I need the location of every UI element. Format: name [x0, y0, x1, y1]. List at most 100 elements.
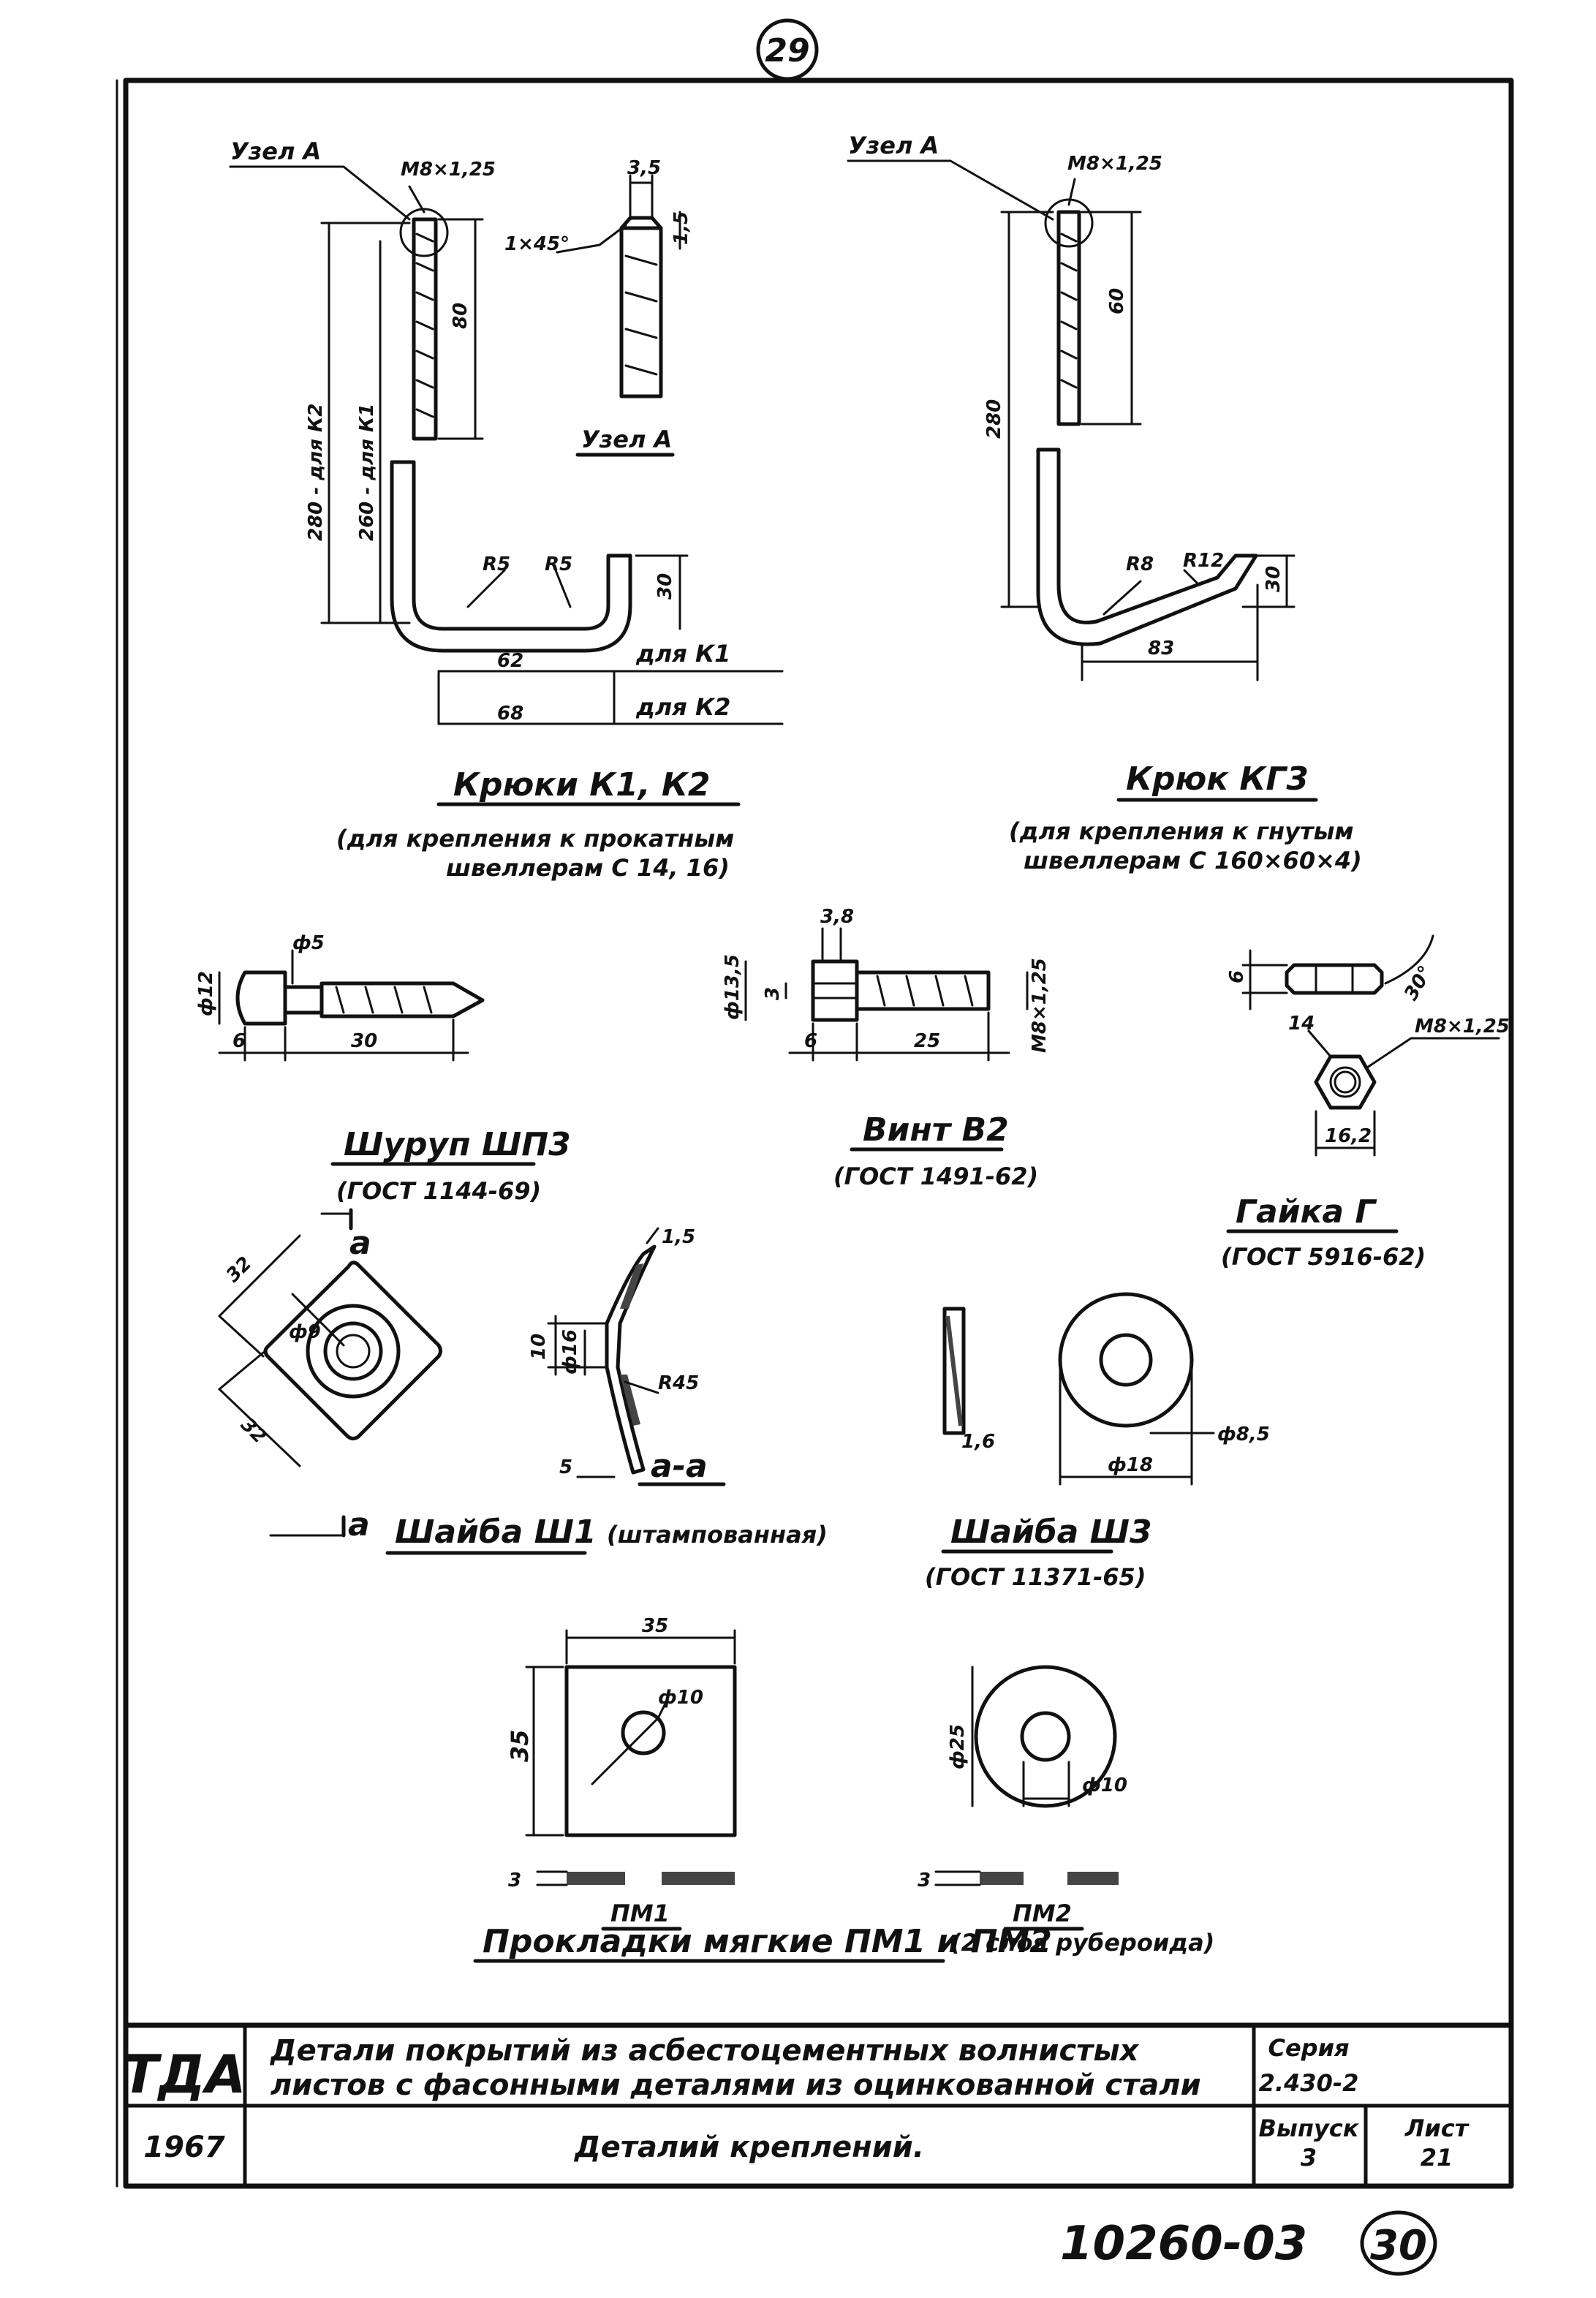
- svg-text:60: 60: [1106, 288, 1128, 314]
- svg-text:1967: 1967: [143, 2131, 224, 2164]
- svg-text:21: 21: [1421, 2144, 1453, 2172]
- svg-text:ПМ2: ПМ2: [1013, 1900, 1072, 1927]
- svg-text:а: а: [348, 1506, 370, 1543]
- svg-text:для К2: для К2: [635, 693, 730, 721]
- svg-text:260 - для К1: 260 - для К1: [356, 404, 378, 541]
- nut-g-drawing: 6 30° М8×1,25 14 16,2 Гайка Г (ГОСТ 5916…: [1221, 934, 1510, 1271]
- svg-text:Шайба Ш3: Шайба Ш3: [950, 1513, 1152, 1551]
- svg-text:для К1: для К1: [635, 640, 730, 668]
- svg-text:ф5: ф5: [292, 932, 325, 954]
- svg-text:25: 25: [914, 1030, 940, 1052]
- svg-text:35: 35: [642, 1615, 668, 1637]
- svg-text:(штампованная): (штампованная): [607, 1521, 828, 1549]
- svg-text:а: а: [349, 1225, 371, 1262]
- svg-text:14: 14: [1288, 1013, 1315, 1035]
- svg-text:Узел А: Узел А: [581, 426, 672, 453]
- svg-text:280 - для К2: 280 - для К2: [305, 404, 327, 541]
- svg-text:Крюки К1, К2: Крюки К1, К2: [453, 766, 710, 804]
- svg-text:R45: R45: [658, 1372, 699, 1394]
- svg-text:М8×1,25: М8×1,25: [401, 159, 496, 181]
- svg-text:Шуруп ШП3: Шуруп ШП3: [344, 1126, 571, 1163]
- svg-text:10260-03: 10260-03: [1060, 2217, 1307, 2271]
- svg-text:швеллерам С 14, 16): швеллерам С 14, 16): [446, 854, 730, 882]
- washer-sh3-drawing: 1,6 ф8,5 ф18 Шайба Ш3 (ГОСТ 11371-65): [925, 1292, 1270, 1591]
- svg-text:Лист: Лист: [1404, 2114, 1470, 2142]
- svg-text:(ГОСТ 1491-62): (ГОСТ 1491-62): [833, 1163, 1038, 1190]
- svg-text:ф12: ф12: [195, 971, 217, 1016]
- svg-text:ф10: ф10: [1082, 1774, 1127, 1796]
- svg-text:Крюк КГ3: Крюк КГ3: [1126, 760, 1309, 798]
- svg-text:3,5: 3,5: [627, 157, 661, 179]
- svg-text:Выпуск: Выпуск: [1259, 2114, 1360, 2142]
- svg-text:30: 30: [351, 1030, 377, 1052]
- svg-text:(ГОСТ 1144-69): (ГОСТ 1144-69): [336, 1177, 541, 1205]
- svg-text:Узел А: Узел А: [230, 137, 321, 165]
- svg-text:3: 3: [918, 1870, 931, 1891]
- svg-text:R12: R12: [1183, 550, 1224, 572]
- svg-text:3: 3: [762, 987, 784, 1000]
- node-a-detail: 3,5 1×45° 1,5 Узел А: [504, 157, 692, 457]
- svg-text:32: 32: [222, 1252, 257, 1287]
- svg-text:280: 280: [983, 399, 1005, 439]
- svg-text:Шайба Ш1: Шайба Ш1: [395, 1513, 597, 1551]
- page-number: 29: [756, 18, 819, 81]
- svg-text:R5: R5: [545, 553, 572, 575]
- svg-text:80: 80: [450, 303, 472, 329]
- svg-text:Прокладки мягкие ПМ1 и ПМ2: Прокладки мягкие ПМ1 и ПМ2: [483, 1923, 1052, 1960]
- svg-text:М8×1,25: М8×1,25: [1067, 153, 1162, 175]
- sheet-frame: [123, 78, 1514, 2189]
- svg-text:3: 3: [508, 1870, 521, 1891]
- svg-text:32: 32: [236, 1414, 271, 1448]
- washer-sh1-drawing: а 32 32 ф9 1,5 10 ф16 R45 5 а-а а Шайба …: [218, 1208, 828, 1555]
- svg-text:R5: R5: [483, 553, 510, 575]
- svg-text:ф13,5: ф13,5: [722, 954, 744, 1020]
- svg-text:30°: 30°: [1400, 962, 1437, 1005]
- svg-text:(для крепления к прокатным: (для крепления к прокатным: [336, 825, 734, 853]
- svg-text:(2 слоя рубероида): (2 слоя рубероида): [950, 1929, 1214, 1957]
- svg-text:1,6: 1,6: [961, 1431, 995, 1453]
- svg-text:(ГОСТ 11371-65): (ГОСТ 11371-65): [925, 1563, 1146, 1591]
- svg-text:16,2: 16,2: [1325, 1125, 1372, 1147]
- svg-text:6: 6: [1226, 970, 1248, 983]
- svg-text:швеллерам С 160×60×4): швеллерам С 160×60×4): [1024, 847, 1362, 874]
- svg-text:6: 6: [804, 1030, 817, 1052]
- svg-text:ф18: ф18: [1108, 1454, 1153, 1476]
- svg-text:(ГОСТ 5916-62): (ГОСТ 5916-62): [1221, 1243, 1426, 1271]
- svg-text:ф8,5: ф8,5: [1217, 1424, 1270, 1445]
- svg-text:R8: R8: [1126, 553, 1154, 575]
- svg-text:ф25: ф25: [947, 1724, 969, 1769]
- screw-shp3-drawing: ф12 ф5 6 30 Шуруп ШП3 (ГОСТ 1144-69): [195, 932, 571, 1205]
- svg-text:(для крепления к гнутым: (для крепления к гнутым: [1009, 817, 1354, 845]
- svg-text:ф16: ф16: [559, 1329, 581, 1375]
- svg-text:10: 10: [528, 1334, 550, 1360]
- svg-text:ПМ1: ПМ1: [610, 1900, 670, 1927]
- svg-text:Гайка Г: Гайка Г: [1236, 1193, 1377, 1231]
- svg-text:ф9: ф9: [289, 1321, 321, 1343]
- svg-text:3: 3: [1301, 2144, 1317, 2172]
- svg-text:3,8: 3,8: [820, 906, 854, 928]
- pads-pm1-pm2-drawing: ф10 35 35 3 ПМ1 ф25 ф10 3 ПМ2 Прок: [473, 1615, 1214, 1963]
- svg-text:ф10: ф10: [658, 1687, 703, 1709]
- svg-text:ТДА: ТДА: [123, 2044, 246, 2105]
- svg-text:М8×1,25: М8×1,25: [1029, 958, 1051, 1053]
- svg-text:1,5: 1,5: [670, 211, 692, 245]
- svg-text:а-а: а-а: [651, 1448, 708, 1485]
- svg-text:Деталий креплений.: Деталий креплений.: [573, 2131, 924, 2164]
- hook-kg3-drawing: Узел А М8×1,25 280 60 R8 R12 30 83 Крюк …: [847, 132, 1362, 874]
- svg-text:68: 68: [497, 703, 523, 725]
- svg-text:М8×1,25: М8×1,25: [1415, 1016, 1510, 1037]
- svg-text:35: 35: [506, 1729, 534, 1762]
- svg-text:1,5: 1,5: [662, 1226, 695, 1248]
- svg-text:Серия: Серия: [1268, 2034, 1349, 2062]
- svg-text:Детали покрытий из асбестоцеме: Детали покрытий из асбестоцементных волн…: [269, 2034, 1140, 2068]
- svg-text:62: 62: [497, 650, 523, 672]
- svg-text:листов с фасонными деталями из: листов с фасонными деталями из оцинкован…: [271, 2068, 1201, 2102]
- svg-text:Узел А: Узел А: [848, 132, 939, 159]
- svg-text:29: 29: [765, 32, 809, 69]
- svg-text:30: 30: [1263, 566, 1285, 592]
- svg-text:6: 6: [232, 1030, 246, 1052]
- title-block: ТДА 1967 Детали покрытий из асбестоцемен…: [123, 2022, 1514, 2188]
- svg-text:Винт В2: Винт В2: [863, 1111, 1009, 1149]
- svg-text:5: 5: [559, 1456, 572, 1478]
- inventory-stamp: 10260-03 30: [1060, 2210, 1437, 2276]
